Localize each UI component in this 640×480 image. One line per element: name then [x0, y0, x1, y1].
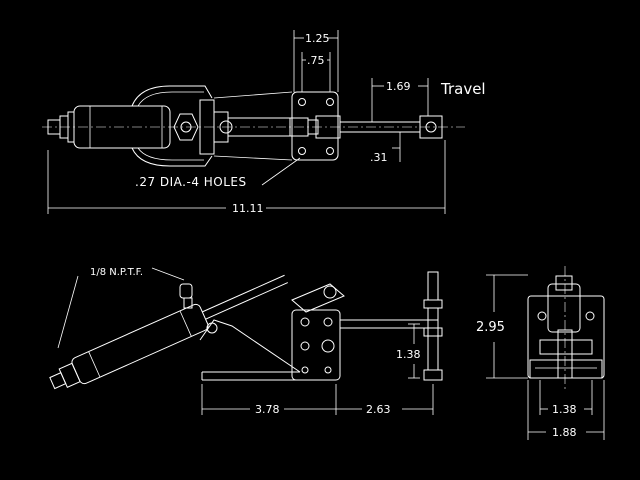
dim-2-95: 2.95 — [476, 320, 505, 335]
dim-3-78: 3.78 — [255, 403, 280, 416]
dim-0-75: .75 — [307, 54, 325, 67]
dim-1-38-height: 1.38 — [396, 348, 421, 361]
dim-0-31: .31 — [370, 151, 388, 164]
dim-overall-length: 11.11 — [232, 202, 264, 215]
dim-1-88-base: 1.88 — [552, 426, 577, 439]
dim-2-63: 2.63 — [366, 403, 391, 416]
side-view — [49, 267, 443, 415]
travel-label: Travel — [440, 80, 486, 98]
top-view — [42, 30, 465, 214]
dim-travel-value: 1.69 — [386, 80, 411, 93]
dim-1-25: 1.25 — [305, 32, 330, 45]
front-view — [486, 266, 605, 440]
thread-note: 1/8 N.P.T.F. — [90, 267, 143, 278]
dim-1-38-base: 1.38 — [552, 403, 577, 416]
holes-note: .27 DIA.-4 HOLES — [135, 175, 247, 189]
